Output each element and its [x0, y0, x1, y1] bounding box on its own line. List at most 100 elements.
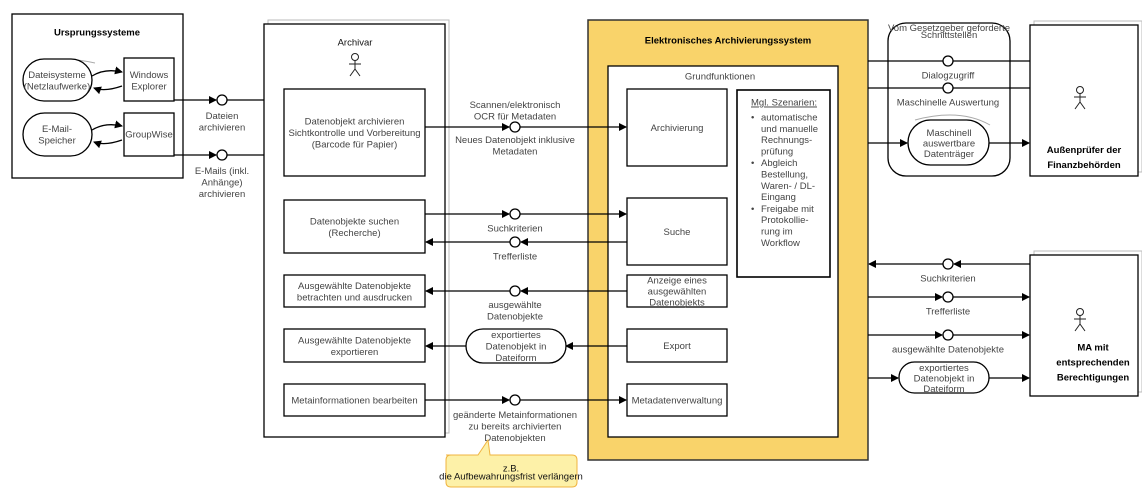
szenario-line: prüfung — [761, 146, 793, 157]
dateisysteme-label: Dateisysteme(Netzlaufwerke) — [24, 70, 91, 93]
archivar-task-label-line: Ausgewählte Datenobjekte — [298, 281, 411, 292]
function-label-line: Archivierung — [651, 123, 704, 134]
flow-scannen-label-line: Scannen/elektronisch — [470, 100, 561, 111]
dialogzugriff-label: Dialogzugriff — [922, 71, 975, 82]
sync-arrow — [93, 139, 123, 149]
flow-r-ausgewaehlte-label: ausgewählte Datenobjekte — [892, 345, 1004, 356]
flow-geaenderte-label-line: zu bereits archivierten — [469, 422, 562, 433]
szenarien-title-line: Mgl. Szenarien: — [751, 98, 817, 109]
groupwise-label-line: GroupWise — [125, 130, 173, 141]
email-speicher-label: E-Mail-Speicher — [38, 124, 76, 147]
function-box — [626, 383, 728, 417]
r-exportiertes-label-line: Datenobjekt in — [914, 374, 975, 385]
flow-emails-label-line: archivieren — [199, 189, 245, 200]
ma-box — [1029, 254, 1139, 397]
flow-emails-label-line: E-Mails (inkl. — [195, 166, 249, 177]
archivar-title: Archivar — [338, 38, 373, 49]
function-label: Archivierung — [651, 123, 704, 134]
archivar-task-box — [283, 383, 426, 417]
actor-body — [1074, 315, 1086, 332]
maschinelle-auswertung-label: Maschinelle Auswertung — [897, 98, 999, 109]
exportiertes-label-line: exportiertes — [491, 330, 541, 341]
ma-label-line: MA mit — [1077, 343, 1109, 354]
datentraeger-label-line: auswertbare — [923, 139, 975, 150]
interface-circle-icon — [216, 94, 228, 106]
interface-circle-icon — [216, 149, 228, 161]
ma-label-line: entsprechenden — [1056, 358, 1130, 369]
r-exportiertes-label-line: exportiertes — [919, 363, 969, 374]
maschinelle-auswertung-label-line: Maschinelle Auswertung — [897, 98, 999, 109]
groupwise-box — [123, 112, 175, 157]
groupwise-label: GroupWise — [125, 130, 173, 141]
function-label: Suche — [664, 227, 691, 238]
dateisysteme-label-line: Dateisysteme — [28, 70, 86, 81]
aussenpruefer-label-line: Außenprüfer der — [1047, 145, 1122, 156]
interface-circle-icon — [509, 285, 521, 297]
bullet: • — [751, 158, 754, 169]
datentraeger-label-line: Datenträger — [924, 149, 974, 160]
szenario-line: Bestellung, — [761, 170, 808, 181]
exportiertes-label-line: Dateiform — [495, 353, 536, 364]
archivar-task-label-line: (Barcode für Papier) — [312, 140, 398, 151]
flow-r-suchkriterien-label: Suchkriterien — [920, 274, 975, 285]
interface-circle-icon — [509, 121, 521, 133]
archivar-task-box — [283, 88, 426, 177]
bullet: • — [751, 204, 754, 215]
actor-body — [349, 60, 361, 77]
szenario-line: und manuelle — [761, 124, 818, 135]
archivar-task-label-line: (Recherche) — [328, 228, 380, 239]
archivar-task-label: Metainformationen bearbeiten — [291, 396, 417, 407]
interface-circle-icon — [942, 82, 954, 94]
schnittstellen-title-line: Schnittstellen — [921, 30, 978, 41]
actor-body — [1074, 93, 1086, 110]
flow-ausgewaehlte-label-line: ausgewählte — [488, 300, 541, 311]
archivierungssystem-title-line: Elektronisches Archivierungssystem — [645, 36, 812, 47]
flow-neues-label-line: Metadaten — [493, 146, 538, 157]
archivar-task-label-line: Ausgewählte Datenobjekte — [298, 335, 411, 346]
archivar-task-label-line: Metainformationen bearbeiten — [291, 396, 417, 407]
grundfunktionen-title-line: Grundfunktionen — [685, 72, 755, 83]
function-box — [626, 328, 728, 363]
actor-icon — [1074, 308, 1086, 332]
interface-circle-icon — [942, 329, 954, 341]
r-exportiertes-label-line: Dateiform — [923, 384, 964, 395]
function-label-line: Anzeige eines — [647, 276, 707, 287]
interface-circle-icon — [509, 208, 521, 220]
szenario-line: Workflow — [761, 238, 800, 249]
function-box — [626, 197, 728, 266]
archivar-task-label-line: Sichtkontrolle und Vorbereitung — [288, 128, 420, 139]
szenario-line: Waren- / DL- — [761, 181, 815, 192]
szenarien-title: Mgl. Szenarien: — [751, 98, 817, 109]
szenario-line: rung im — [761, 227, 793, 238]
callout-box — [445, 438, 578, 488]
dialogzugriff-label-line: Dialogzugriff — [922, 71, 975, 82]
flow-dateien-label-line: archivieren — [199, 122, 245, 133]
email-speicher-label-line: Speicher — [38, 135, 76, 146]
email-speicher-node — [22, 112, 93, 157]
ma-label-line: Berechtigungen — [1057, 373, 1130, 384]
archivierungssystem-title: Elektronisches Archivierungssystem — [645, 36, 812, 47]
ursprungssysteme-title-line: Ursprungssysteme — [54, 28, 140, 39]
flow-ausgewaehlte-label-line: Datenobjekte — [487, 311, 543, 322]
dateisysteme-label-line: (Netzlaufwerke) — [24, 81, 91, 92]
archivar-task-box — [283, 274, 426, 308]
function-label-line: Metadatenverwaltung — [632, 396, 723, 407]
ursprungssysteme-title: Ursprungssysteme — [54, 28, 140, 39]
flow-suchkriterien-label-line: Suchkriterien — [487, 224, 542, 235]
flow-neues-label-line: Neues Datenobjekt inklusive — [455, 135, 575, 146]
flow-suchkriterien-label: Suchkriterien — [487, 224, 542, 235]
szenario-line: Freigabe mit — [761, 204, 814, 215]
interface-circle-icon — [942, 258, 954, 270]
archivar-task-label-line: betrachten und ausdrucken — [297, 292, 412, 303]
flow-r-ausgewaehlte-label-line: ausgewählte Datenobjekte — [892, 345, 1004, 356]
